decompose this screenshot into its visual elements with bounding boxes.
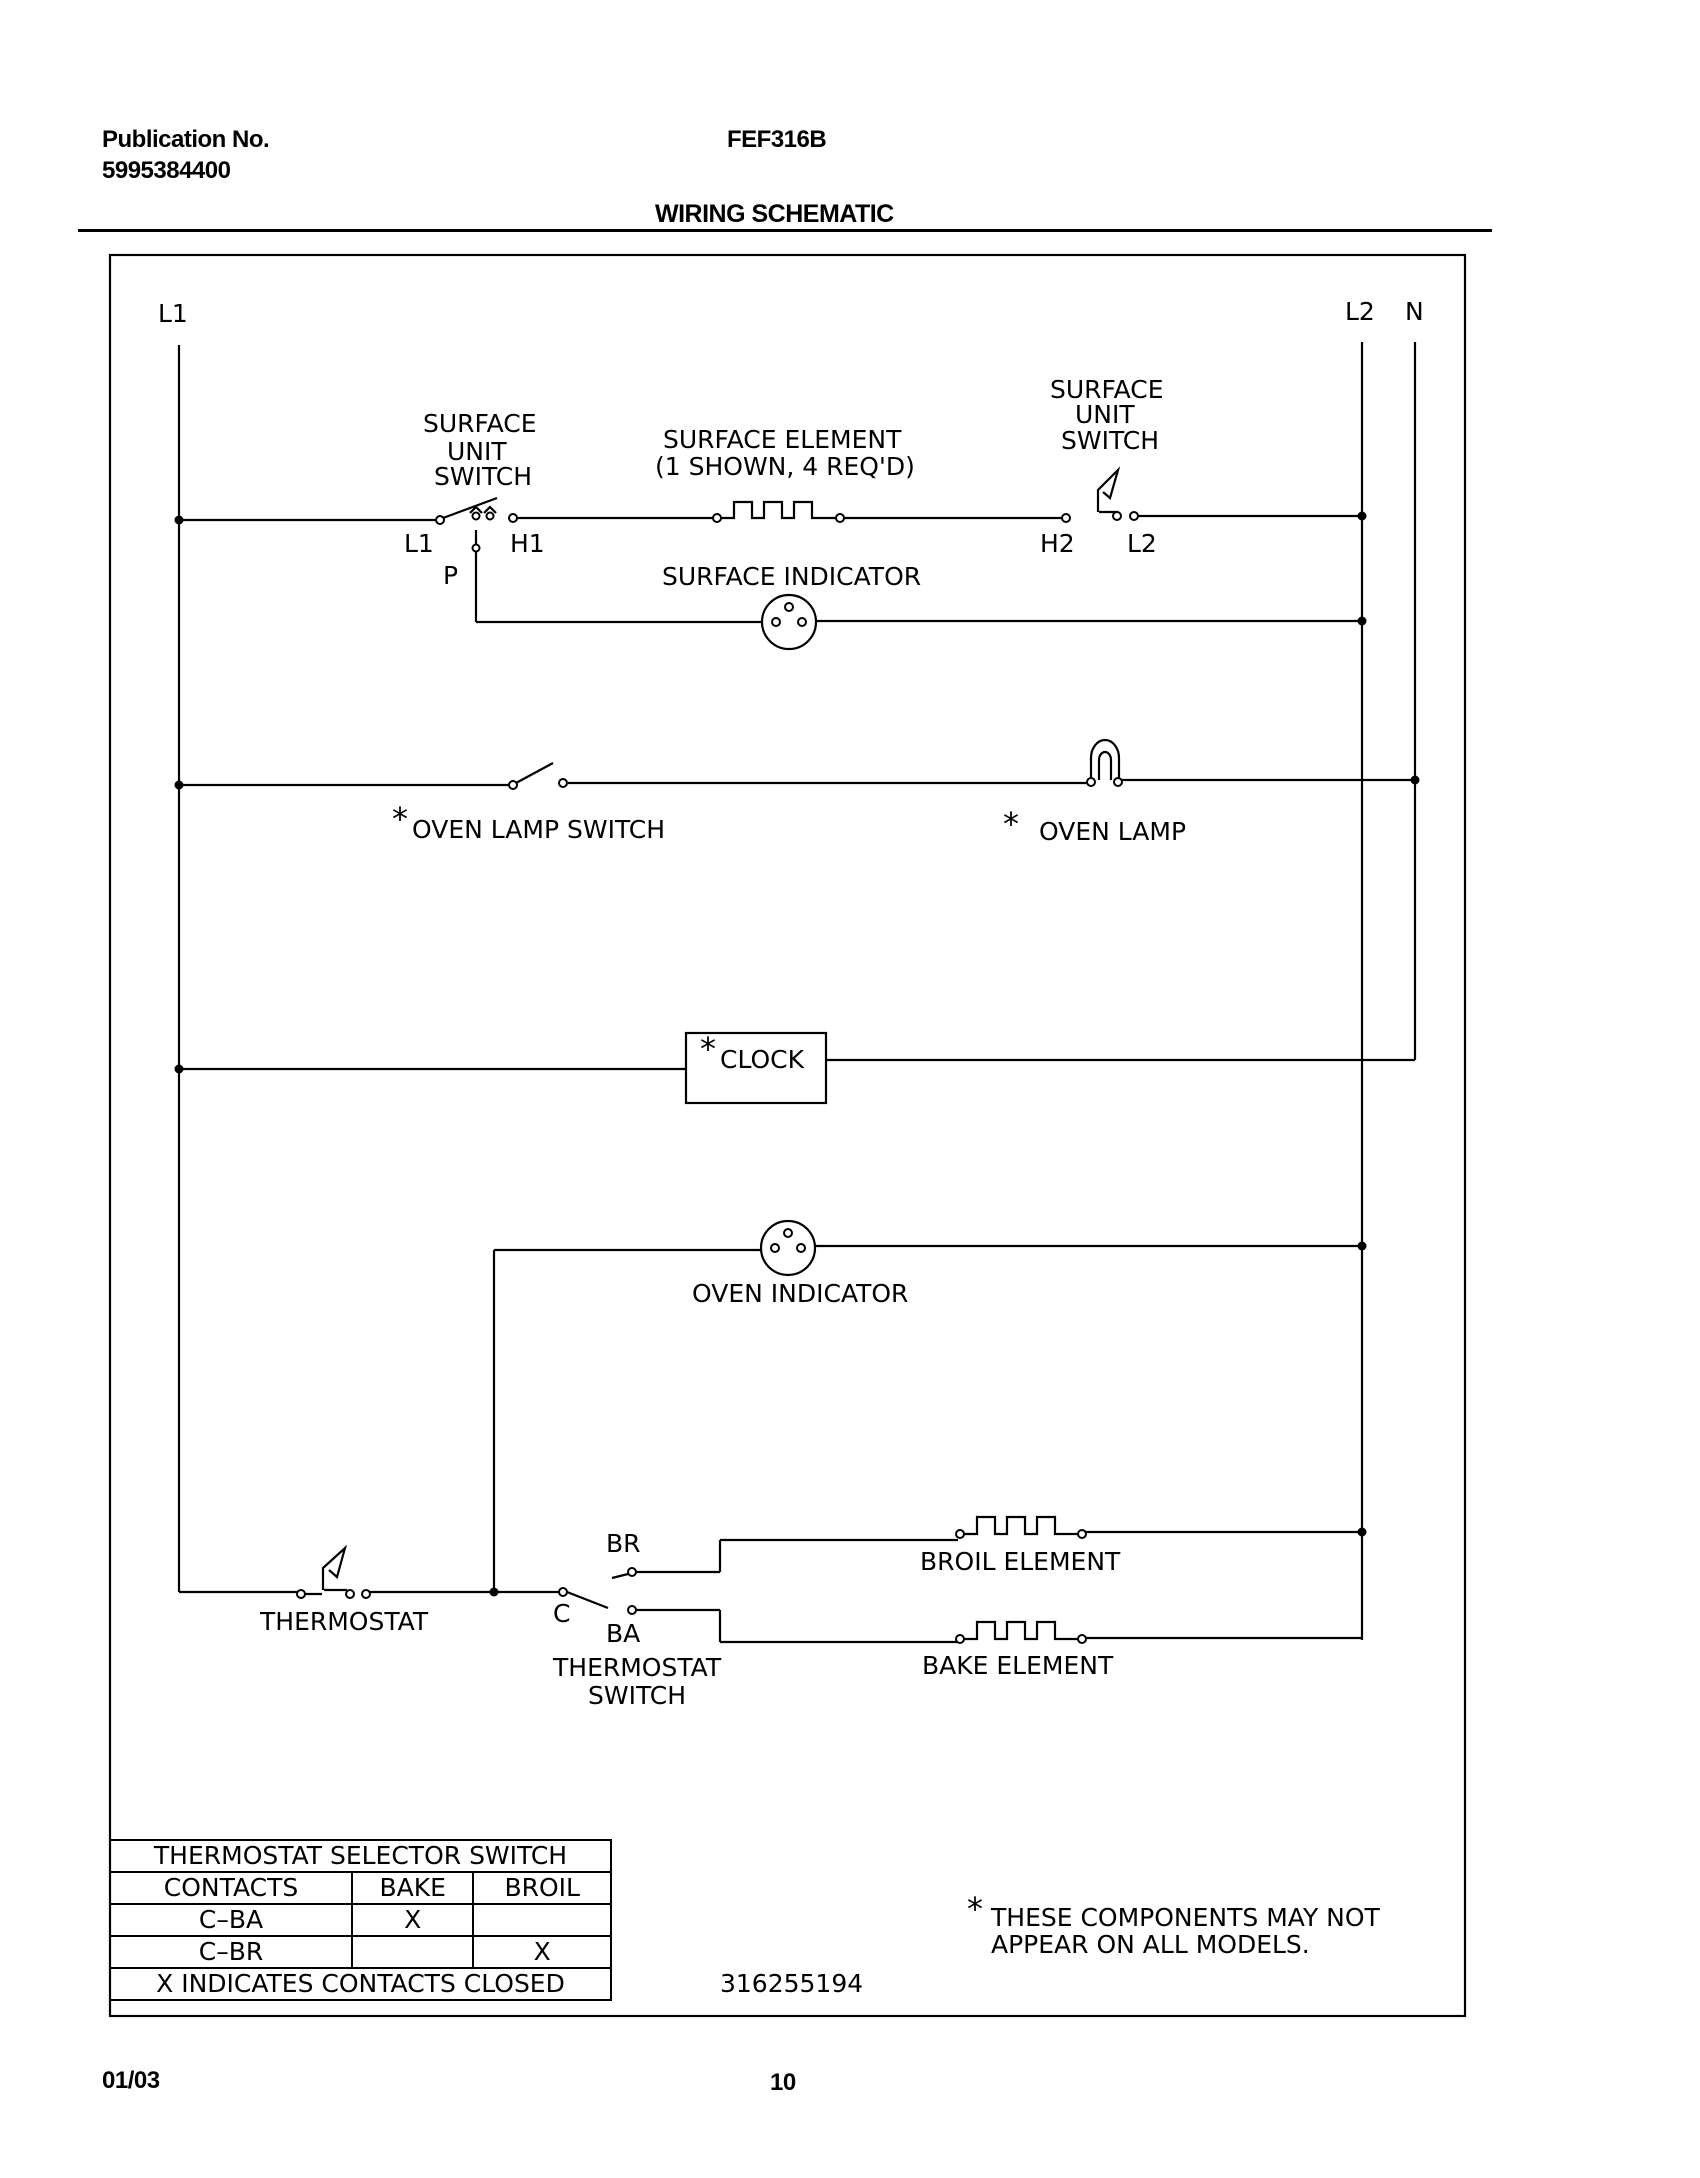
publication-label: Publication No.: [102, 126, 270, 153]
label-l1: L1: [158, 299, 188, 328]
oven-lamp-switch-label: OVEN LAMP SWITCH: [412, 815, 665, 844]
oven-lamp-label: OVEN LAMP: [1039, 817, 1186, 846]
terminal-br: BR: [606, 1529, 641, 1558]
surface-unit-switch-right-symbol: [1061, 466, 1139, 523]
note-line1: THESE COMPONENTS MAY NOT: [990, 1903, 1381, 1932]
surface-element-line2: (1 SHOWN, 4 REQ'D): [655, 452, 915, 481]
surface-switch-right-line2: UNIT: [1075, 400, 1135, 429]
thermostat-switch-line2: SWITCH: [588, 1681, 686, 1710]
thermostat-switch-line1: THERMOSTAT: [552, 1653, 722, 1682]
surface-element-symbol: [712, 500, 845, 523]
oven-indicator-label: OVEN INDICATOR: [692, 1279, 908, 1308]
surface-switch-left-line1: SURFACE: [423, 409, 537, 438]
table-cell: C–BA: [108, 1903, 354, 1937]
surface-indicator-symbol: [760, 593, 818, 651]
terminal-l1: L1: [404, 529, 434, 558]
oven-lamp-switch-symbol: [508, 762, 568, 790]
publication-number: 5995384400: [102, 157, 231, 184]
model-number: FEF316B: [727, 126, 827, 153]
oven-indicator-symbol: [759, 1219, 817, 1277]
selector-header-contacts: CONTACTS: [108, 1871, 354, 1905]
thermostat-switch-symbol: [558, 1567, 637, 1615]
clock-box: [684, 1031, 828, 1105]
clock-label: CLOCK: [720, 1045, 805, 1074]
footer-date: 01/03: [102, 2067, 160, 2094]
oven-lamp-circuit-wiring: [179, 778, 1415, 787]
bake-element-symbol: [955, 1620, 1087, 1644]
table-cell: [351, 1935, 475, 1969]
note-asterisk: *: [967, 1890, 983, 1928]
oven-lamp-switch-asterisk: *: [392, 800, 408, 838]
bake-element-label: BAKE ELEMENT: [922, 1651, 1114, 1680]
terminal-h2: H2: [1040, 529, 1075, 558]
bake-circuit-wiring: [636, 1608, 1362, 1644]
schematic-frame: [108, 253, 1467, 2018]
rail-l1: [177, 345, 298, 1594]
note-line2: APPEAR ON ALL MODELS.: [991, 1930, 1310, 1959]
terminal-l2: L2: [1127, 529, 1157, 558]
selector-header-broil: BROIL: [472, 1871, 612, 1905]
label-l2: L2: [1345, 297, 1375, 326]
oven-indicator-wiring: [492, 1244, 1362, 1592]
rail-n: [827, 342, 1417, 1062]
surface-indicator-label: SURFACE INDICATOR: [662, 562, 921, 591]
terminal-p: P: [443, 561, 458, 590]
header-rule: [78, 229, 1492, 232]
surface-element-line1: SURFACE ELEMENT: [663, 425, 902, 454]
table-cell: X: [472, 1935, 612, 1969]
surface-switch-right-line3: SWITCH: [1061, 426, 1159, 455]
terminal-ba: BA: [606, 1619, 640, 1648]
selector-header-bake: BAKE: [351, 1871, 475, 1905]
page-number: 10: [770, 2069, 796, 2096]
table-row: C–BA X: [108, 1903, 612, 1937]
thermostat-selector-table: THERMOSTAT SELECTOR SWITCH CONTACTS BAKE…: [108, 1839, 612, 2001]
table-cell: X: [351, 1903, 475, 1937]
terminal-c: C: [553, 1599, 570, 1628]
terminal-h1: H1: [510, 529, 545, 558]
broil-element-label: BROIL ELEMENT: [920, 1547, 1121, 1576]
oven-lamp-symbol: [1086, 738, 1123, 787]
oven-lamp-asterisk: *: [1003, 805, 1019, 843]
surface-switch-left-line3: SWITCH: [434, 462, 532, 491]
page-title: WIRING SCHEMATIC: [655, 200, 894, 228]
broil-circuit-wiring: [636, 1530, 1362, 1574]
surface-switch-left-line2: UNIT: [447, 437, 507, 466]
drawing-number: 316255194: [720, 1969, 863, 1998]
broil-element-symbol: [955, 1515, 1087, 1539]
thermostat-label: THERMOSTAT: [259, 1607, 429, 1636]
thermostat-symbol: [296, 1544, 371, 1599]
table-row: C–BR X: [108, 1935, 612, 1969]
junction-dots: [174, 511, 1420, 1597]
table-cell: C–BR: [108, 1935, 354, 1969]
table-cell: [472, 1903, 612, 1937]
label-n: N: [1405, 297, 1424, 326]
selector-table-footnote: X INDICATES CONTACTS CLOSED: [109, 1967, 612, 2001]
surface-switch-right-line1: SURFACE: [1050, 375, 1164, 404]
selector-table-title: THERMOSTAT SELECTOR SWITCH: [109, 1839, 612, 1873]
clock-asterisk: *: [700, 1030, 716, 1068]
surface-unit-switch-left-symbol: [435, 496, 518, 553]
